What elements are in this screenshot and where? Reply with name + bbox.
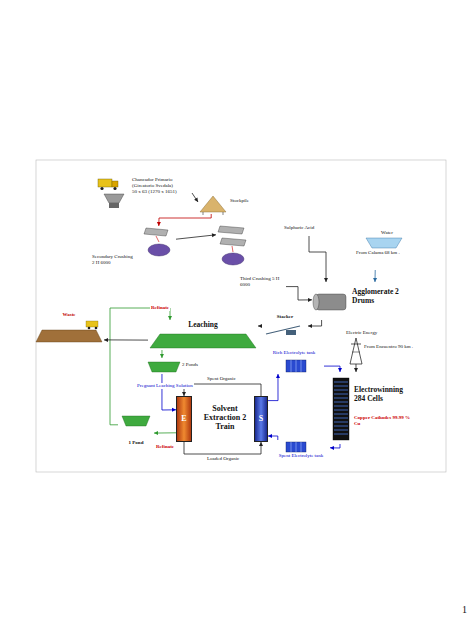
electrowinning-unit: Electrowinning 284 CellsCopper Cathodes … (330, 372, 414, 444)
flow-path (184, 442, 261, 454)
unit-label: Spent Electrolyte tank (272, 453, 330, 459)
crusher-unit: Third Crushing 5 H 6000 (216, 220, 286, 294)
flow-line (157, 214, 211, 226)
arrowhead (276, 374, 280, 378)
unit-label: Sulphuric Acid (284, 225, 336, 231)
flow-line (324, 366, 342, 372)
arrowhead (373, 278, 377, 282)
arrowhead (212, 233, 216, 237)
flow-line (268, 434, 278, 440)
flow-path (309, 236, 326, 282)
flow-line (258, 324, 262, 328)
unit-label: Stacker (262, 314, 308, 320)
flow-line (308, 320, 322, 328)
power-supply: Electric EnergyFrom Encuentro 90 km . (346, 330, 424, 364)
arrowhead (268, 434, 272, 438)
stream-label: Spent Organic (206, 376, 237, 382)
unit-label: E (177, 414, 191, 423)
arrowhead (330, 446, 334, 450)
unit-label: S (255, 414, 267, 423)
unit-label: Water (356, 230, 418, 236)
electrolyte-tank: Spent Electrolyte tank (272, 440, 330, 466)
electrolyte-tank: Rich Electrolyte tank (264, 350, 324, 374)
flow-line (373, 270, 377, 282)
flow-line (104, 338, 148, 342)
stream-label: Refinate (155, 444, 175, 450)
extraction-column: E (176, 396, 192, 442)
flow-line (184, 442, 263, 454)
flow-path (324, 366, 340, 372)
arrowhead (259, 442, 263, 446)
arrowhead (168, 316, 172, 320)
arrowhead (154, 431, 158, 435)
stream-label: Loaded Organic (206, 456, 240, 462)
unit-label: Chancador Primario (Gireatorio Svedala) (132, 177, 192, 189)
arrowhead (308, 298, 312, 302)
unit-note: Copper Cathodes 99.99 % Cu (354, 415, 414, 427)
unit-label: Secondary Crushing 2 H 6000 (92, 254, 136, 266)
unit-label: 2 Ponds (182, 362, 222, 368)
unit-note: 50 x 63 (1270 x 1651) (132, 189, 192, 195)
arrowhead (104, 338, 108, 342)
flow-line (182, 384, 261, 396)
unit-label: Third Crushing 5 H 6000 (240, 276, 286, 288)
unit-label: Agglomerate 2 Drums (352, 288, 408, 305)
flow-line (192, 193, 198, 202)
section-title: Solvent Extraction 2 Train (196, 404, 254, 432)
flow-path (192, 193, 198, 202)
flow-path (162, 374, 176, 410)
stripping-column: S (254, 396, 268, 442)
flow-line (354, 364, 358, 372)
arrowhead (194, 198, 198, 202)
unit-label: Electric Energy (346, 330, 424, 336)
flow-line (268, 374, 280, 401)
flow-line (330, 444, 340, 450)
page-number: 1 (452, 604, 468, 616)
leach-heap: Leaching (148, 320, 258, 350)
arrowhead (324, 278, 328, 282)
pond: 2 Ponds (146, 358, 222, 374)
arrowhead (354, 368, 358, 372)
arrowhead (308, 324, 312, 328)
unit-label: Leaching (148, 321, 258, 330)
unit-note: From Calama 68 km . (356, 250, 418, 256)
unit-label: 1 Pond (118, 440, 154, 446)
reagent-feed: Sulphuric Acid (282, 224, 336, 236)
unit-label: Rich Electrolyte tank (264, 350, 324, 356)
waste-dump: Waste (34, 312, 104, 346)
unit-label: Electrowinning 284 Cells (354, 386, 414, 403)
arrowhead (160, 354, 164, 358)
flow-line (162, 374, 176, 412)
flow-path (176, 235, 216, 239)
pond: 1 Pond (118, 414, 154, 450)
water-tank: WaterFrom Calama 68 km . (356, 230, 418, 270)
crusher-unit: Secondary Crushing 2 H 6000 (90, 226, 176, 270)
arrowhead (338, 368, 342, 372)
flow-path (110, 308, 170, 425)
arrowhead (258, 324, 262, 328)
unit-note: From Encuentro 90 km . (364, 344, 424, 350)
stockpile: Stockpile (198, 190, 264, 214)
flow-line (154, 431, 176, 435)
stream-label: Refinate (150, 305, 170, 311)
flow-path (104, 339, 148, 340)
flow-line (176, 233, 216, 239)
flow-path (159, 214, 211, 226)
flow-line (309, 236, 328, 282)
flow-line (286, 287, 312, 302)
arrowhead (157, 222, 161, 226)
stream-label: Pregnant Leaching Solution (136, 383, 194, 389)
unit-label: Stockpile (230, 198, 264, 204)
flow-line (160, 350, 164, 358)
flow-line (110, 308, 172, 425)
stacker: Stacker (262, 314, 308, 338)
crusher-unit: Chancador Primario (Gireatorio Svedala)5… (96, 176, 192, 210)
unit-label: Waste (34, 312, 104, 318)
flow-path (184, 384, 261, 396)
agglomerator: Agglomerate 2 Drums (312, 282, 408, 320)
